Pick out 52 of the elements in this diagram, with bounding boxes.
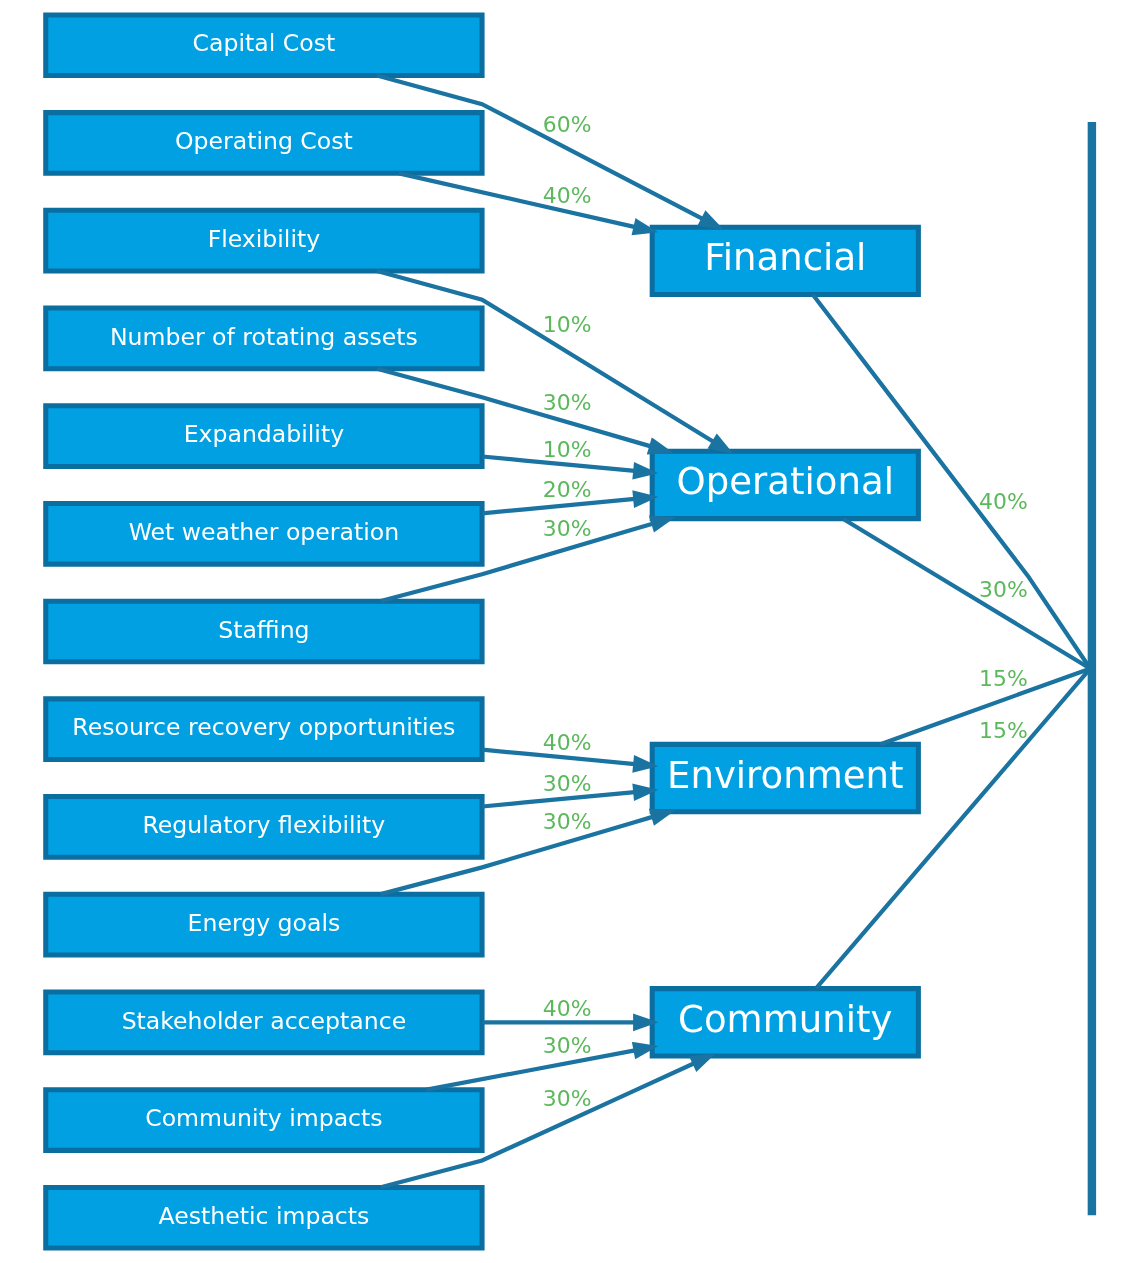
- edge-label: 40%: [542, 996, 591, 1022]
- connector: [813, 669, 1090, 990]
- node-box: Operating Cost: [42, 110, 485, 176]
- edge-label: 40%: [978, 489, 1028, 515]
- arrow: [481, 490, 658, 516]
- arrow: [481, 454, 658, 480]
- node-box: Community: [649, 986, 921, 1059]
- node-box: Flexibility: [42, 207, 485, 274]
- node-box: Stakeholder acceptance: [42, 989, 485, 1056]
- arrow: [375, 366, 674, 455]
- connector: [841, 517, 1089, 670]
- node-box: Capital Cost: [42, 12, 485, 79]
- edge-label: 30%: [542, 389, 591, 415]
- arrow: [425, 1041, 658, 1092]
- edge-label: 10%: [542, 436, 591, 462]
- node-box: Regulatory flexibility: [42, 794, 485, 860]
- arrow: [379, 515, 676, 604]
- node-box: Resource recovery opportunities: [42, 696, 485, 763]
- edge-label: 40%: [542, 182, 591, 208]
- node-box: Number of rotating assets: [42, 305, 485, 372]
- edge-label: 40%: [542, 730, 591, 756]
- node-box: Aesthetic impacts: [42, 1184, 485, 1251]
- arrow: [379, 1053, 716, 1190]
- edge-label: 10%: [542, 312, 591, 338]
- connector: [879, 667, 1089, 747]
- node-box: Energy goals: [42, 891, 485, 958]
- edge-label: 60%: [542, 111, 591, 137]
- edge-label: 30%: [542, 809, 591, 835]
- edge-label: 30%: [542, 770, 591, 796]
- node-box: Staffing: [42, 598, 485, 665]
- node-box: Environment: [649, 741, 921, 815]
- edge-label: 30%: [542, 1033, 591, 1059]
- edge-label: 30%: [978, 576, 1028, 602]
- arrow: [398, 171, 658, 236]
- edge-label: 30%: [542, 516, 591, 542]
- node-box: Wet weather operation: [42, 500, 485, 567]
- arrow: [379, 808, 676, 897]
- arrow: [481, 1013, 658, 1032]
- arrow: [481, 783, 658, 809]
- node-box: Financial: [649, 224, 921, 298]
- edge-label: 30%: [542, 1085, 591, 1111]
- node-box: Operational: [649, 448, 921, 522]
- edge-label: 15%: [978, 666, 1028, 692]
- node-box: Expandability: [42, 403, 485, 469]
- edge-label: 15%: [978, 718, 1028, 744]
- connector: [810, 293, 1090, 667]
- node-box: Community impacts: [42, 1087, 485, 1153]
- arrow: [375, 73, 724, 230]
- node-bar: [1087, 121, 1096, 1216]
- arrow: [481, 747, 658, 773]
- arrow: [375, 268, 734, 455]
- edge-label: 20%: [542, 477, 591, 503]
